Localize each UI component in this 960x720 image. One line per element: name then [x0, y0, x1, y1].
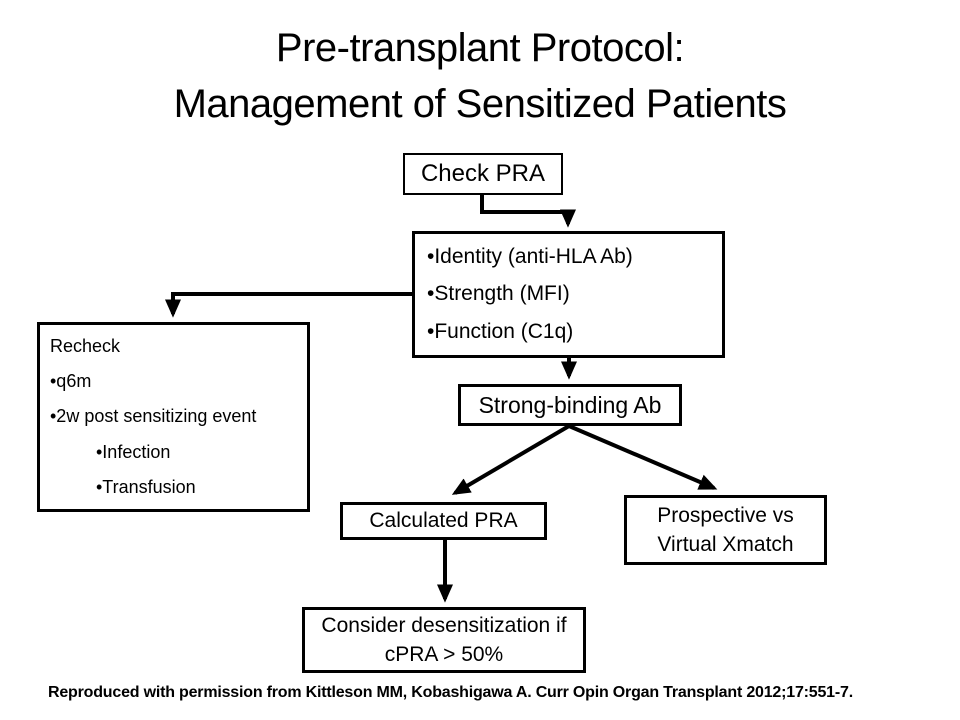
title-line-2: Management of Sensitized Patients [173, 82, 787, 126]
connector-strongbinding-to-calculatedpra [451, 424, 571, 495]
consider-line-1: Consider desensitization if [321, 614, 567, 637]
connector-identity-to-recheck [164, 292, 412, 318]
calculated-pra-label: Calculated PRA [369, 509, 518, 532]
recheck-heading: Recheck [50, 336, 121, 357]
connector-strongbinding-to-prospective [568, 424, 718, 490]
recheck-sub-item: •Transfusion [96, 476, 196, 497]
node-check-pra: Check PRA [403, 153, 563, 195]
node-prospective-virtual-xmatch: Prospective vs Virtual Xmatch [624, 495, 827, 565]
strong-binding-label: Strong-binding Ab [478, 391, 662, 418]
recheck-item: •q6m [50, 371, 92, 392]
slide-title: Pre-transplant Protocol: Management of S… [0, 20, 960, 132]
node-consider-desensitization: Consider desensitization if cPRA > 50% [302, 607, 586, 673]
node-strong-binding-ab: Strong-binding Ab [458, 384, 682, 426]
recheck-sub-item: •Infection [96, 441, 171, 462]
citation-text: Reproduced with permission from Kittleso… [48, 684, 853, 701]
identity-item: •Identity (anti-HLA Ab) [427, 244, 633, 268]
title-line-1: Pre-transplant Protocol: [275, 26, 685, 70]
node-identity-strength-function: •Identity (anti-HLA Ab) •Strength (MFI) … [412, 231, 725, 358]
node-recheck: Recheck •q6m •2w post sensitizing event … [37, 322, 310, 512]
prospective-line-1: Prospective vs [657, 504, 794, 527]
identity-item: •Strength (MFI) [427, 282, 570, 306]
connector-checkpra-to-identity [480, 192, 577, 228]
check-pra-label: Check PRA [420, 160, 546, 187]
identity-item: •Function (C1q) [427, 320, 574, 344]
node-calculated-pra: Calculated PRA [340, 502, 547, 540]
prospective-line-2: Virtual Xmatch [657, 533, 794, 556]
recheck-item: •2w post sensitizing event [50, 406, 257, 427]
consider-line-2: cPRA > 50% [384, 643, 504, 666]
